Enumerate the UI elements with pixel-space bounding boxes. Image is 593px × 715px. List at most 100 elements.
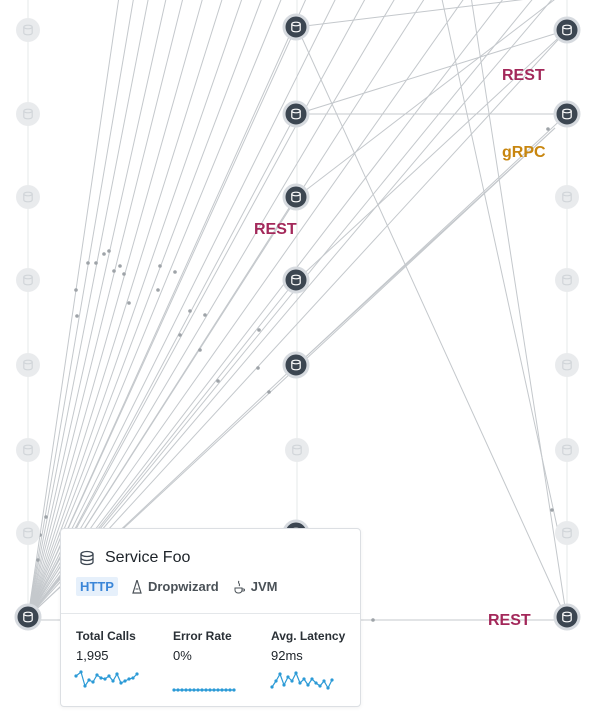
edge[interactable] — [27, 0, 560, 618]
edge[interactable] — [27, 0, 150, 618]
service-node[interactable] — [282, 351, 310, 379]
sparkline-point — [310, 677, 314, 681]
sparkline-point — [278, 672, 282, 676]
edge-dot — [74, 288, 78, 292]
edge[interactable] — [296, 29, 568, 281]
edge[interactable] — [27, 0, 135, 618]
node-circle — [16, 353, 40, 377]
service-node[interactable] — [553, 603, 581, 631]
sparkline-point — [306, 683, 310, 687]
service-node-inactive[interactable] — [16, 438, 40, 462]
edge[interactable] — [27, 0, 185, 618]
edge[interactable] — [296, 26, 568, 621]
sparkline-point — [119, 681, 123, 685]
sparkline-point — [91, 680, 95, 684]
sparkline-point — [282, 683, 286, 687]
framework-tag: Dropwizard — [132, 579, 219, 594]
edge-dot — [188, 309, 192, 313]
edge-label-grpc[interactable]: gRPC — [502, 144, 546, 161]
sparkline-point — [95, 673, 99, 677]
service-node-inactive[interactable] — [16, 521, 40, 545]
edge[interactable] — [27, 0, 470, 618]
edge-dot — [216, 379, 220, 383]
edge[interactable] — [27, 26, 297, 618]
service-node-inactive[interactable] — [285, 438, 309, 462]
edge[interactable] — [27, 0, 400, 618]
edge[interactable] — [296, 29, 568, 115]
edge[interactable] — [470, 0, 568, 621]
edge-dot — [75, 314, 79, 318]
service-node-inactive[interactable] — [555, 438, 579, 462]
sparkline-point — [107, 674, 111, 678]
sparkline-point — [330, 678, 334, 682]
edge[interactable] — [27, 0, 265, 618]
database-icon-body — [562, 530, 572, 539]
edge[interactable] — [27, 29, 568, 618]
service-node-inactive[interactable] — [555, 353, 579, 377]
service-node[interactable] — [282, 100, 310, 128]
edge[interactable] — [27, 0, 225, 618]
card-divider — [61, 613, 360, 614]
edge[interactable] — [27, 0, 205, 618]
sparkline-point — [212, 688, 216, 692]
edge[interactable] — [296, 0, 560, 28]
sparkline-point — [184, 688, 188, 692]
avg-latency-label: Avg. Latency — [271, 629, 346, 643]
node-circle — [16, 18, 40, 42]
edge[interactable] — [27, 0, 540, 618]
sparkline-path — [271, 671, 333, 690]
service-node[interactable] — [282, 13, 310, 41]
service-node-inactive[interactable] — [16, 102, 40, 126]
sparkline-point — [188, 688, 192, 692]
edge[interactable] — [27, 0, 120, 618]
node-circle — [282, 266, 310, 294]
card-header: Service Foo — [79, 549, 190, 567]
node-circle — [16, 268, 40, 292]
service-node[interactable] — [282, 183, 310, 211]
edge[interactable] — [296, 127, 556, 366]
edge[interactable] — [296, 0, 567, 198]
sparkline-point — [135, 672, 139, 676]
sparkline-point — [228, 688, 232, 692]
edge[interactable] — [27, 0, 340, 618]
framework-label: Dropwizard — [147, 579, 219, 594]
error-rate-sparkline — [172, 688, 236, 692]
service-node[interactable] — [282, 266, 310, 294]
edge[interactable] — [27, 0, 245, 618]
service-node-inactive[interactable] — [16, 18, 40, 42]
sparkline-point — [192, 688, 196, 692]
nodes-layer — [14, 13, 581, 631]
service-node-inactive[interactable] — [16, 185, 40, 209]
service-node[interactable] — [14, 603, 42, 631]
error-rate-value: 0% — [173, 648, 192, 663]
edge-dot — [198, 348, 202, 352]
service-node[interactable] — [553, 16, 581, 44]
node-circle — [282, 183, 310, 211]
service-node[interactable] — [553, 100, 581, 128]
service-node-inactive[interactable] — [555, 521, 579, 545]
edge[interactable] — [27, 0, 168, 618]
edge-label-rest-bottom[interactable]: REST — [488, 612, 531, 629]
sparkline-point — [298, 681, 302, 685]
database-icon-body — [562, 27, 572, 36]
node-circle — [16, 185, 40, 209]
edge-label-rest-middle[interactable]: REST — [254, 221, 297, 238]
dropwizard-icon — [132, 579, 142, 594]
service-node-inactive[interactable] — [555, 185, 579, 209]
edge[interactable] — [440, 0, 561, 541]
edge-label-rest-top-right[interactable]: REST — [502, 67, 545, 84]
node-circle — [555, 185, 579, 209]
service-node-inactive[interactable] — [16, 268, 40, 292]
node-circle — [555, 268, 579, 292]
edge[interactable] — [27, 0, 370, 618]
service-detail-card: Service Foo HTTP Dropwizard JVM Total Ca… — [60, 528, 361, 707]
edge[interactable] — [27, 0, 285, 618]
sparkline-point — [286, 675, 290, 679]
edge[interactable] — [27, 0, 510, 618]
sparkline-path — [75, 670, 138, 688]
edge-dot — [127, 301, 131, 305]
service-node-inactive[interactable] — [555, 268, 579, 292]
sparkline-point — [123, 679, 127, 683]
service-node-inactive[interactable] — [16, 353, 40, 377]
